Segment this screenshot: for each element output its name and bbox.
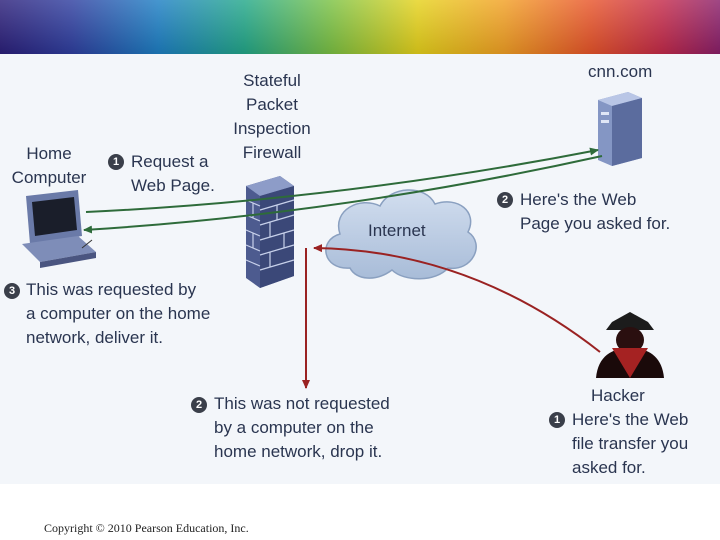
firewall-label: Stateful Packet Inspection Firewall xyxy=(226,69,318,165)
home-computer-label: Home Computer xyxy=(4,142,94,190)
title-color-band xyxy=(0,0,720,54)
step-text-line: home network, drop it. xyxy=(214,442,383,461)
cloud-icon xyxy=(325,189,477,280)
step-number-badge: 2 xyxy=(497,192,513,208)
step-text-line: network, deliver it. xyxy=(26,328,163,347)
step-drop-text: This was not requested by a computer on … xyxy=(214,392,390,464)
hacker-label: Hacker xyxy=(591,386,645,405)
step-text-line: Request a xyxy=(131,152,209,171)
step-text-line: Here's the Web xyxy=(572,410,689,429)
firewall-label-line: Stateful xyxy=(243,71,301,90)
firewall-label-line: Inspection xyxy=(233,119,311,138)
step-text-line: This was requested by xyxy=(26,280,197,299)
step-text-line: Here's the Web xyxy=(520,190,637,209)
internet-label: Internet xyxy=(368,221,426,240)
step-text-line: by a computer on the xyxy=(214,418,374,437)
step-text-line: This was not requested xyxy=(214,394,390,413)
step-text-line: file transfer you xyxy=(572,434,689,453)
firewall-label-line: Firewall xyxy=(242,143,302,162)
home-label-line: Computer xyxy=(11,168,87,187)
step-web-reply-text: Here's the Web Page you asked for. xyxy=(520,188,670,236)
step-text-line: asked for. xyxy=(572,458,646,477)
step-number-badge: 3 xyxy=(4,283,20,299)
step-number-badge: 1 xyxy=(549,412,565,428)
home-label-line: Home xyxy=(26,144,72,163)
server-label: cnn.com xyxy=(588,62,653,81)
step-deliver-text: This was requested by a computer on the … xyxy=(26,278,210,350)
hacker-traffic-arrows xyxy=(302,244,601,389)
copyright-footer: Copyright © 2010 Pearson Education, Inc. xyxy=(44,521,249,535)
desktop-computer-icon xyxy=(22,190,96,268)
brick-wall-icon xyxy=(245,176,295,288)
hacker-silhouette-icon xyxy=(596,312,664,378)
step-number-badge: 1 xyxy=(108,154,124,170)
step-request-text: Request a Web Page. xyxy=(131,150,215,198)
legit-traffic-arrows xyxy=(83,147,603,234)
step-hacker-text: Here's the Web file transfer you asked f… xyxy=(572,408,688,480)
step-text-line: a computer on the home xyxy=(26,304,211,323)
step-text-line: Web Page. xyxy=(131,176,215,195)
step-number-badge: 2 xyxy=(191,397,207,413)
step-text-line: Page you asked for. xyxy=(520,214,671,233)
firewall-label-line: Packet xyxy=(246,95,298,114)
server-icon xyxy=(598,92,642,166)
